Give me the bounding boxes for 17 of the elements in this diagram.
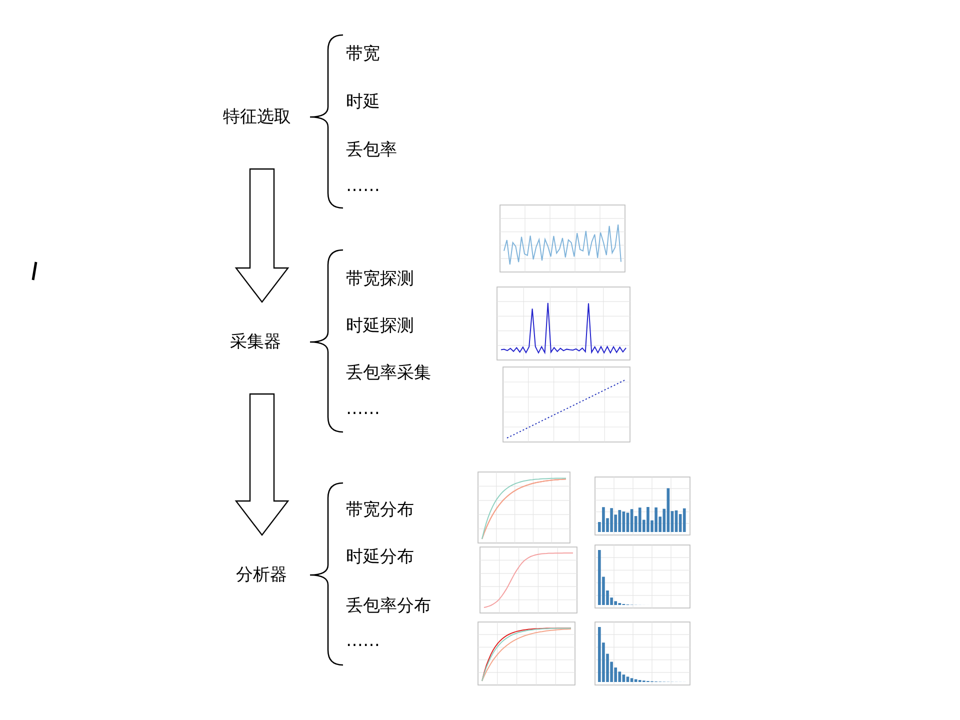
item-label: 带宽 bbox=[346, 44, 380, 64]
item-label: 时延 bbox=[346, 92, 380, 112]
item-label: 丢包率 bbox=[346, 140, 397, 160]
ellipsis-text: …… bbox=[346, 399, 380, 419]
block-arrow bbox=[234, 393, 290, 536]
item-label: 带宽分布 bbox=[346, 500, 414, 520]
stage-label: 特征选取 bbox=[223, 107, 291, 127]
ellipsis-text: …… bbox=[346, 631, 380, 651]
stage-label: 分析器 bbox=[236, 565, 287, 585]
item-label: 丢包率分布 bbox=[346, 596, 431, 616]
item-label: 时延探测 bbox=[346, 316, 414, 336]
block-arrow bbox=[234, 168, 290, 303]
stage-label: 采集器 bbox=[230, 332, 281, 352]
item-label: 带宽探测 bbox=[346, 269, 414, 289]
ellipsis-text: …… bbox=[346, 176, 380, 196]
item-label: 丢包率采集 bbox=[346, 363, 431, 383]
item-label: 时延分布 bbox=[346, 547, 414, 567]
